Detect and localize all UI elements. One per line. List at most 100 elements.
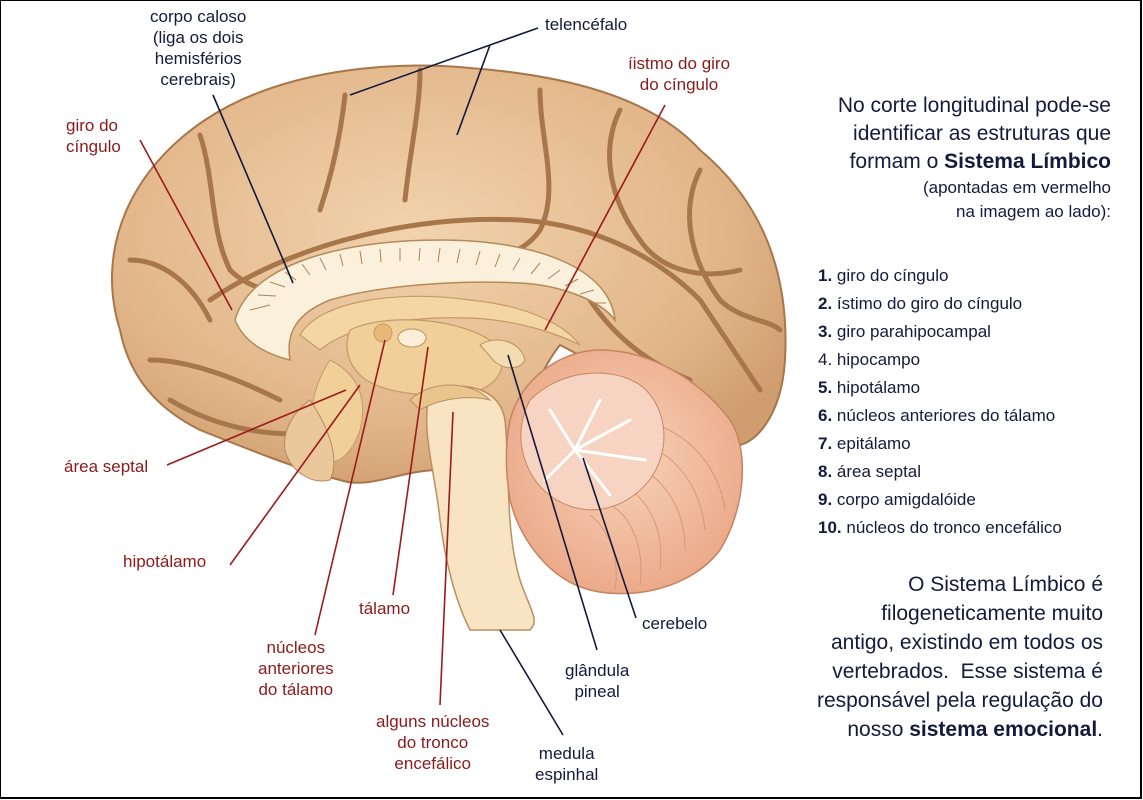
label-line: íistmo do giro [628,54,731,73]
anterior-thalamic-nucleus [373,323,393,343]
list-number: 10. [818,518,842,537]
list-number: 3. [818,322,833,341]
list-number: 6. [818,406,833,425]
leader-telencefalo-a [489,27,539,46]
list-item: 10. núcleos do tronco encefálico [818,514,1062,542]
label-line: hemisférios [154,49,242,68]
limbic-leader-lines [139,104,666,706]
list-item: 4. hipocampo [818,346,1062,374]
list-number: 5. [818,378,833,397]
list-text: hipotálamo [836,378,921,397]
interthalamic-adhesion [397,328,427,348]
list-text: giro parahipocampal [836,322,991,341]
midbrain [409,384,492,411]
label-area-septal: área septal [64,457,149,476]
leader-giro-cingulo [139,139,233,311]
brainstem [425,385,535,631]
outro-line: nosso sistema emocional. [817,715,1103,744]
label-corpo-caloso: corpo caloso (liga os dois hemisférios c… [150,6,246,90]
outro-text: . [1097,718,1103,741]
list-text: núcleos anteriores do tálamo [836,406,1056,425]
label-line: anteriores [258,659,334,678]
limbic-structures-list: 1. giro do cíngulo 2. ístimo do giro do … [818,262,1062,542]
label-nucleos-anteriores: núcleos anteriores do tálamo [258,637,334,700]
label-giro-cingulo: giro do cíngulo [66,115,121,157]
label-line: alguns núcleos [376,712,490,731]
pineal-region [479,339,526,369]
list-number: 9. [818,490,833,509]
leader-cerebelo [582,457,637,619]
label-line: do cíngulo [639,75,719,94]
intro-line: na imagem ao lado): [956,202,1111,221]
label-line: do tálamo [258,680,334,699]
corpus-callosum [234,239,617,362]
outro-line: responsável pela regulação do [816,689,1103,712]
leader-telencefalo-c [456,44,491,136]
leader-corpo-caloso [212,94,294,284]
list-text: área septal [836,462,922,481]
label-alguns-nucleos-tronco: alguns núcleos do tronco encefálico [376,711,489,774]
label-line: medula [538,744,595,763]
intro-line: No corte longitudinal pode-se [837,94,1111,117]
intro-line: identificar as estruturas que [853,122,1111,145]
list-item: 5. hipotálamo [818,374,1062,402]
label-line: glândula [565,661,630,680]
label-line: do tronco [397,733,469,752]
other-leader-lines [212,27,637,736]
outro-line: filogeneticamente muito [881,602,1103,625]
label-line: encefálico [394,754,471,773]
outro-line: O Sistema Límbico é [908,573,1103,596]
list-text: núcleos do tronco encefálico [846,518,1062,537]
intro-line: (apontadas em vermelho [922,178,1111,197]
list-text: hipocampo [836,350,921,369]
outro-text: nosso [847,718,910,741]
label-hipotalamo: hipotálamo [123,552,207,571]
arbor-vitae-branches [543,398,647,497]
leader-nucleos-anteriores [314,339,386,636]
list-item: 3. giro parahipocampal [818,318,1062,346]
label-telencefalo: telencéfalo [545,15,628,34]
label-line: pineal [574,682,620,701]
label-cerebelo: cerebelo [642,614,708,633]
label-istmo-giro-cingulo: íistmo do giro do cíngulo [628,53,730,95]
list-text: giro do cíngulo [836,266,949,285]
leader-talamo [392,346,429,596]
leader-telencefalo-b [349,44,491,96]
list-item: 7. epitálamo [818,430,1062,458]
label-line: corpo caloso [150,7,247,26]
list-number: 7. [818,434,833,453]
intro-paragraph: No corte longitudinal pode-se identifica… [838,92,1111,224]
list-number: 8. [818,462,833,481]
label-medula-espinhal: medula espinhal [535,743,598,785]
list-text: corpo amigdalóide [836,490,976,509]
leader-istmo [544,104,666,331]
outro-emphasis: sistema emocional [909,718,1098,741]
label-line: giro do [66,116,118,135]
list-item: 1. giro do cíngulo [818,262,1062,290]
list-number: 1. [818,266,833,285]
leader-hipotalamo [229,384,361,566]
outro-line: antigo, existindo em todos os [831,631,1103,654]
list-number: 2. [818,294,833,313]
label-line: espinhal [535,765,599,784]
list-number: 4. [818,350,833,369]
label-line: cíngulo [66,137,121,156]
list-item: 9. corpo amigdalóide [818,486,1062,514]
intro-text: formam o [849,150,945,173]
leader-glandula-pineal [507,354,598,651]
leader-area-septal [166,389,347,466]
list-item: 6. núcleos anteriores do tálamo [818,402,1062,430]
label-talamo: tálamo [359,599,411,618]
outro-line: vertebrados. Esse sistema é [832,660,1103,683]
list-item: 2. ístimo do giro do cíngulo [818,290,1062,318]
label-line: núcleos [266,638,326,657]
intro-line: formam o Sistema Límbico [838,148,1111,176]
list-text: ístimo do giro do cíngulo [836,294,1023,313]
list-item: 8. área septal [818,458,1062,486]
outro-paragraph: O Sistema Límbico é filogeneticamente mu… [817,570,1103,744]
intro-emphasis: Sistema Límbico [944,150,1111,173]
label-glandula-pineal: glândula pineal [565,660,629,702]
label-line: (liga os dois [152,28,244,47]
list-text: epitálamo [836,434,911,453]
